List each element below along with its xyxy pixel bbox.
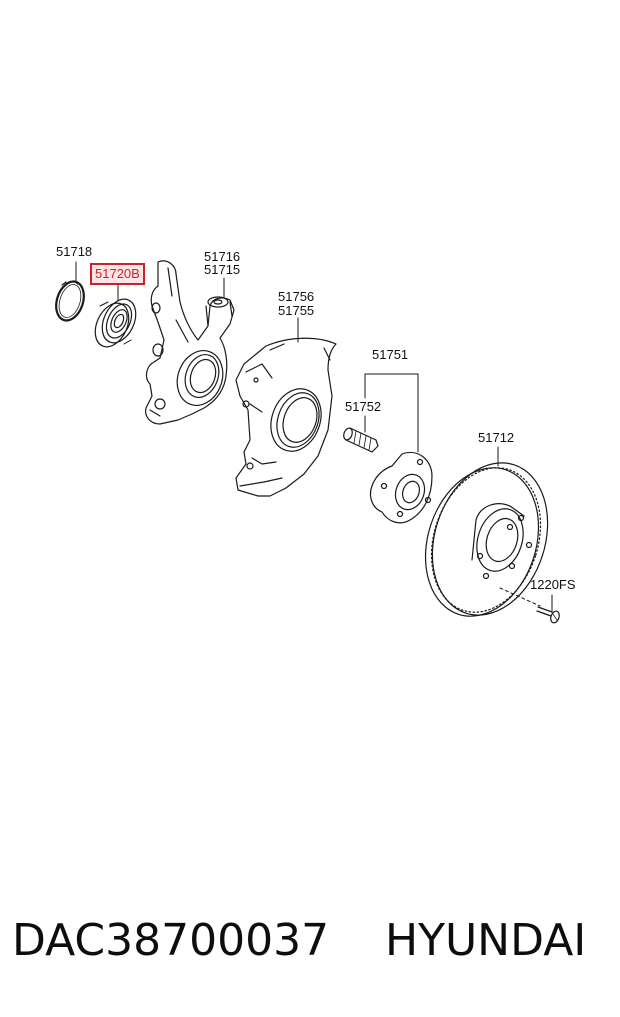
leader-lines <box>75 261 553 613</box>
hub-bolt-drawing <box>343 427 379 453</box>
caption-brand: HYUNDAI <box>385 915 587 966</box>
brake-disc-drawing <box>424 462 549 617</box>
label-hub-bolt: 51752 <box>345 399 382 414</box>
label-dust-cover-a: 51756 <box>278 289 315 304</box>
snap-ring-drawing <box>55 280 85 322</box>
label-screw: 1220FS <box>530 577 576 592</box>
hub-drawing <box>369 451 433 524</box>
label-knuckle-b: 51715 <box>204 262 241 277</box>
label-brake-disc: 51712 <box>478 430 515 445</box>
caption-part-number: DAC38700037 <box>12 915 330 966</box>
label-snap-ring: 51718 <box>56 244 93 259</box>
label-dust-cover-b: 51755 <box>278 303 315 318</box>
label-bearing-highlighted[interactable]: 51720B <box>90 263 145 285</box>
dust-cover-drawing <box>235 337 337 497</box>
bearing-drawing <box>94 298 137 348</box>
label-knuckle-a: 51716 <box>204 249 241 264</box>
label-hub: 51751 <box>372 347 409 362</box>
screw-drawing <box>536 606 560 624</box>
knuckle-drawing <box>145 260 235 425</box>
